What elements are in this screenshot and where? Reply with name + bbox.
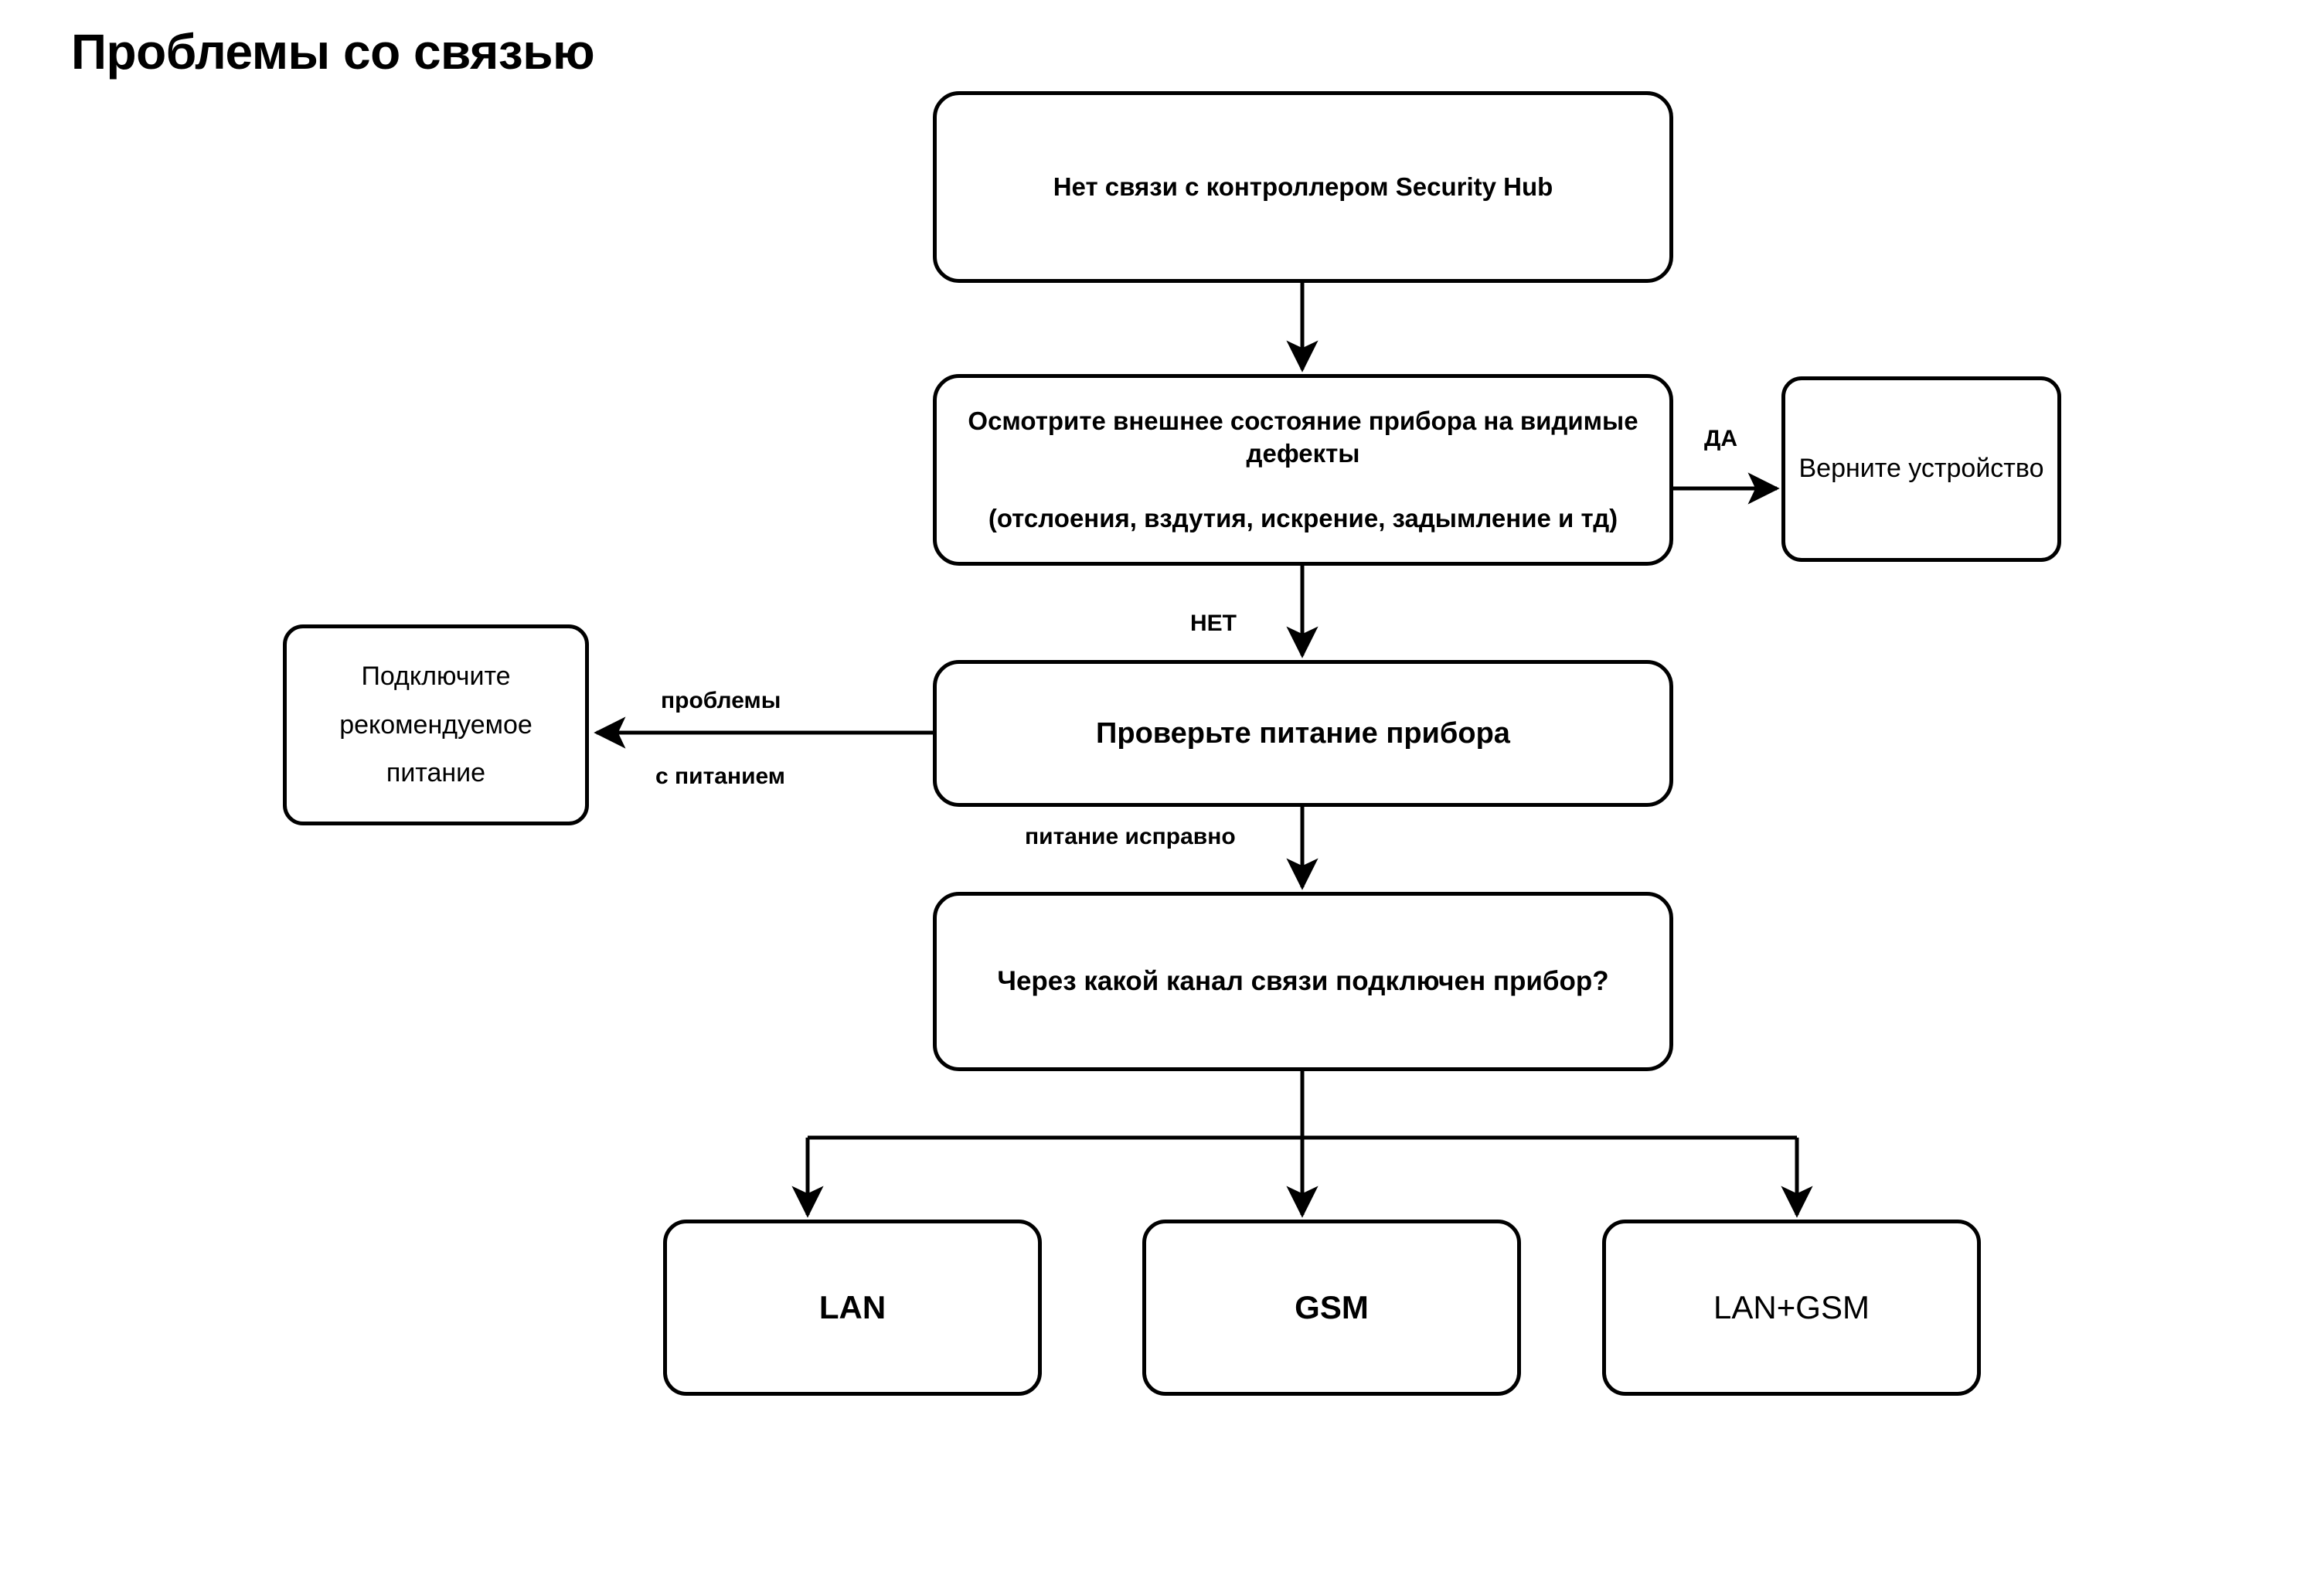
node-gsm[interactable]: GSM [1142, 1220, 1521, 1396]
node-check-power[interactable]: Проверьте питание прибора [933, 660, 1673, 807]
node-no-connection[interactable]: Нет связи с контроллером Security Hub [933, 91, 1673, 283]
node-no-connection-label: Нет связи с контроллером Security Hub [1053, 172, 1553, 201]
node-lan-gsm-label: LAN+GSM [1713, 1289, 1870, 1326]
node-lan-label: LAN [818, 1289, 886, 1326]
edge-label-power-problems-line2: с питанием [655, 764, 786, 789]
node-return-device-label: Верните устройство [1798, 454, 2044, 484]
node-which-channel[interactable]: Через какой канал связи подключен прибор… [933, 892, 1673, 1071]
node-connect-recommended-power-label: Подключите рекомендуемое питание [339, 661, 533, 788]
page-title: Проблемы со связью [71, 24, 595, 80]
node-lan-gsm[interactable]: LAN+GSM [1602, 1220, 1981, 1396]
node-which-channel-label: Через какой канал связи подключен прибор… [997, 965, 1609, 996]
node-lan[interactable]: LAN [663, 1220, 1042, 1396]
node-check-power-label: Проверьте питание прибора [1096, 716, 1510, 750]
node-connect-recommended-power[interactable]: Подключите рекомендуемое питание [283, 624, 589, 825]
node-gsm-label: GSM [1295, 1289, 1369, 1326]
edge-label-power-ok: питание исправно [1025, 824, 1236, 849]
edge-label-power-problems-line1: проблемы [661, 688, 781, 713]
node-return-device[interactable]: Верните устройство [1781, 376, 2061, 562]
node-inspect-device[interactable]: Осмотрите внешнее состояние прибора на в… [933, 374, 1673, 566]
edge-label-no: НЕТ [1190, 611, 1237, 636]
node-inspect-device-label: Осмотрите внешнее состояние прибора на в… [968, 406, 1638, 533]
edge-label-yes: ДА [1704, 426, 1738, 451]
